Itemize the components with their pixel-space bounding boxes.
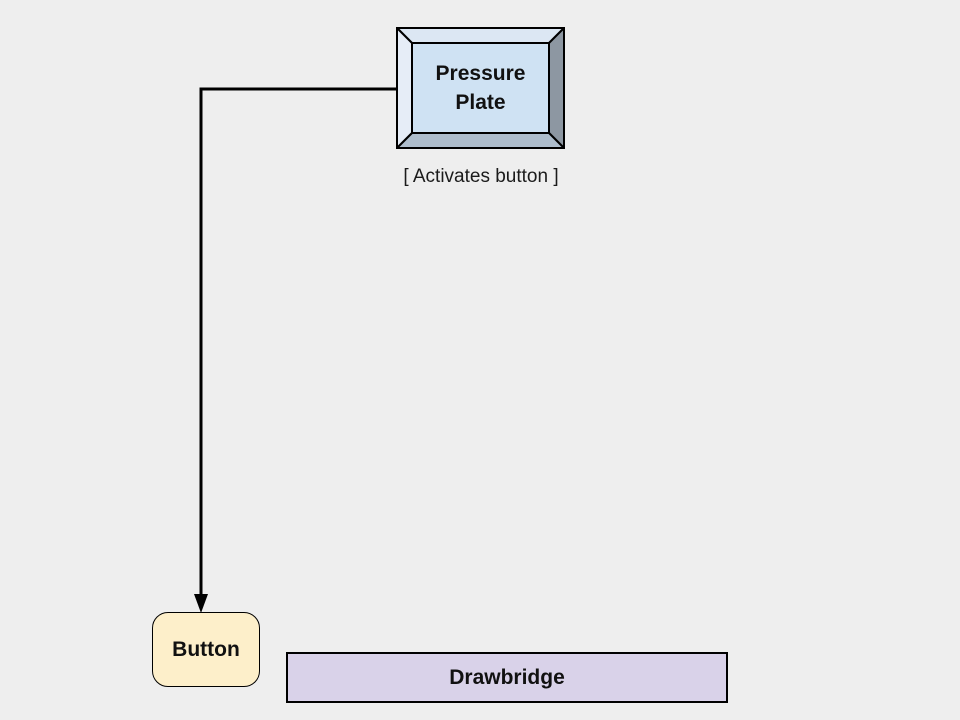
node-pressure-plate: Pressure Plate — [396, 27, 565, 149]
node-button: Button — [152, 612, 260, 687]
bevel-right — [548, 27, 565, 149]
bevel-bottom — [396, 132, 565, 149]
button-node-label: Button — [172, 637, 240, 661]
node-drawbridge: Drawbridge — [286, 652, 728, 703]
pressure-plate-bevel-frame — [396, 27, 565, 149]
edge-label-activates-button: [ Activates button ] — [403, 166, 559, 187]
pressure-plate-label: Pressure Plate — [435, 62, 526, 114]
bevel-left — [396, 27, 413, 149]
drawbridge-node-label: Drawbridge — [449, 665, 565, 689]
arrowhead-icon — [194, 594, 208, 613]
plate-face — [411, 42, 550, 134]
bevel-top — [396, 27, 565, 44]
